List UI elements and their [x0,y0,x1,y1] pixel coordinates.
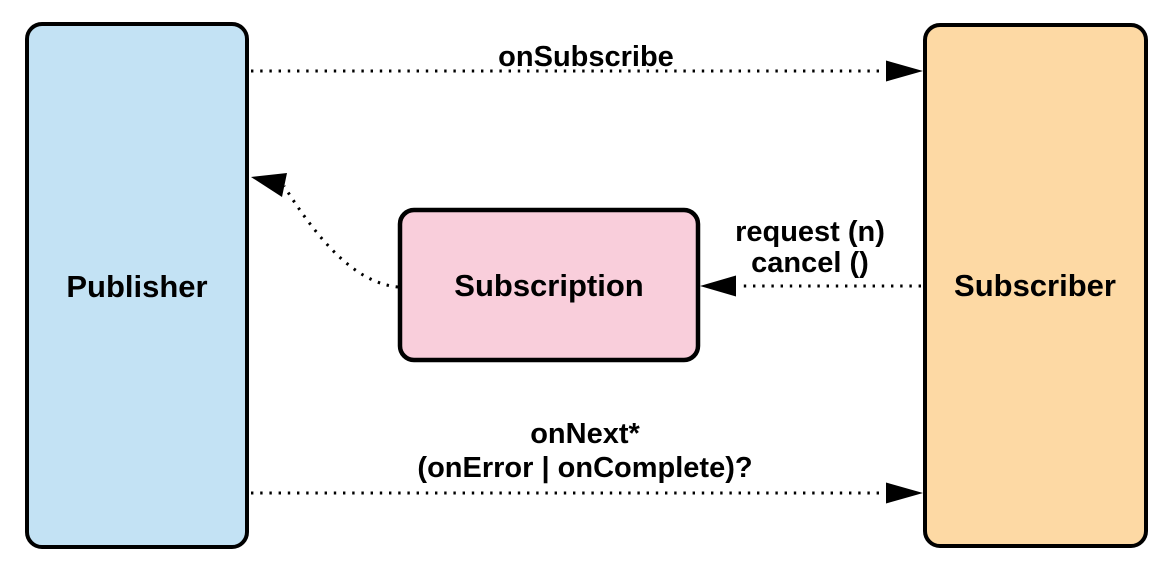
node-subscription [397,207,701,363]
arrowhead-onnext [886,482,923,504]
subscriber-label: Subscriber [954,268,1116,303]
node-publisher [25,22,249,549]
edge-label-onerror-oncomplete: (onError | onComplete)? [417,452,752,484]
node-subscriber [923,23,1148,548]
edge-label-onnext: onNext* [530,418,640,450]
subscription-label: Subscription [454,268,643,303]
arrowhead-onsubscribe [886,60,923,82]
edge-subscription-to-publisher-curve [282,185,399,289]
arrowhead-request-cancel [700,275,736,297]
arrowhead-subscription-to-publisher [251,173,287,197]
publisher-label: Publisher [66,269,207,304]
edge-label-cancel: cancel () [751,247,869,279]
edge-label-onsubscribe: onSubscribe [498,41,674,73]
edge-label-request: request (n) [735,216,885,248]
